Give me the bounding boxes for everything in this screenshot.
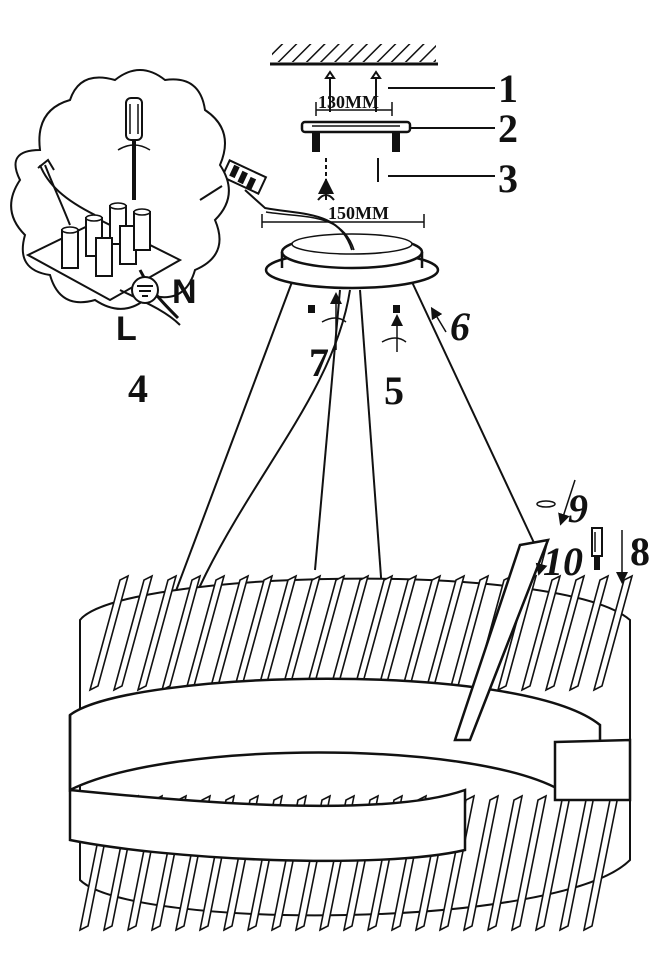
crystal-rod xyxy=(462,794,500,932)
crystal-rod xyxy=(486,794,524,932)
crystal-rod xyxy=(88,574,130,692)
ceiling-screws xyxy=(324,70,382,112)
supply-wire xyxy=(244,189,353,251)
chandelier-crystal-ring xyxy=(68,538,634,932)
ground-symbol-icon xyxy=(131,276,159,304)
callout-10: 10 xyxy=(543,539,583,584)
callout-5: 5 xyxy=(384,368,404,413)
canopy-dimension: 150MM xyxy=(261,203,425,228)
set-screw-right xyxy=(381,305,407,352)
set-screw-left xyxy=(308,292,347,350)
crystal-rod xyxy=(136,574,178,692)
callout-2: 2 xyxy=(498,106,518,151)
allen-key-icon xyxy=(591,527,603,570)
callout-9: 9 xyxy=(568,486,588,531)
screwdriver-icon xyxy=(117,97,151,200)
callout-3: 3 xyxy=(498,156,518,201)
crystal-rod xyxy=(510,794,548,932)
callout-8: 8 xyxy=(630,529,650,574)
metal-band-end xyxy=(553,738,632,802)
callout-6: 6 xyxy=(450,304,470,349)
bracket-dimension-label: 130MM xyxy=(318,92,379,112)
connector-block-icon xyxy=(220,159,268,195)
crystal-rod xyxy=(112,574,154,692)
callout-1: 1 xyxy=(498,66,518,111)
neutral-label: N xyxy=(172,273,197,311)
crystal-rod xyxy=(592,574,634,692)
crystal-rod xyxy=(520,574,562,692)
wiring-detail-cloud: N L xyxy=(10,69,230,348)
bracket-dimension: 130MM xyxy=(315,92,393,116)
metal-band-lower xyxy=(68,715,467,863)
rotate-arrow-icon xyxy=(117,144,151,151)
arrow-6 xyxy=(430,306,447,333)
ceiling-icon xyxy=(270,44,438,66)
crystal-rod xyxy=(544,574,586,692)
removed-crystal xyxy=(453,538,550,742)
live-label: L xyxy=(116,310,137,348)
mounting-bracket xyxy=(300,120,412,152)
crystal-fastener-detail xyxy=(535,479,628,584)
canopy xyxy=(264,233,440,290)
callout-7: 7 xyxy=(309,340,329,385)
callout-numbers: 1 2 3 4 5 6 7 8 9 10 xyxy=(128,66,650,584)
callout-4: 4 xyxy=(128,366,148,411)
crystal-rod xyxy=(568,574,610,692)
mounting-bolts xyxy=(325,158,379,182)
canopy-dimension-label: 150MM xyxy=(328,203,389,223)
